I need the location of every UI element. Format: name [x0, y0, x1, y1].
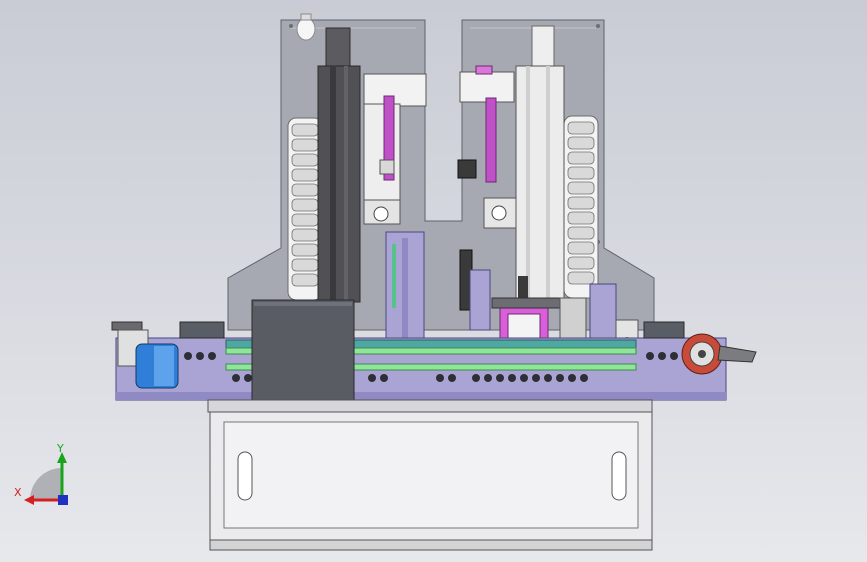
y-axis-label: Y: [56, 442, 64, 455]
motor: [111, 321, 179, 389]
left-carriage: [363, 73, 427, 225]
cabinet: [207, 399, 653, 551]
right-carriage: [457, 65, 517, 229]
drive-wheel: [681, 333, 757, 375]
left-column: [317, 27, 361, 303]
control-box: [251, 299, 355, 405]
x-axis-label: X: [14, 486, 22, 499]
magenta-holder: [491, 276, 573, 347]
right-column: [515, 25, 565, 299]
right-cable-chain: [563, 115, 599, 299]
coordinate-triad: Y X: [14, 442, 68, 505]
bulb-icon: [296, 13, 316, 41]
left-cable-chain: [287, 117, 323, 301]
conveyor: [115, 321, 727, 401]
